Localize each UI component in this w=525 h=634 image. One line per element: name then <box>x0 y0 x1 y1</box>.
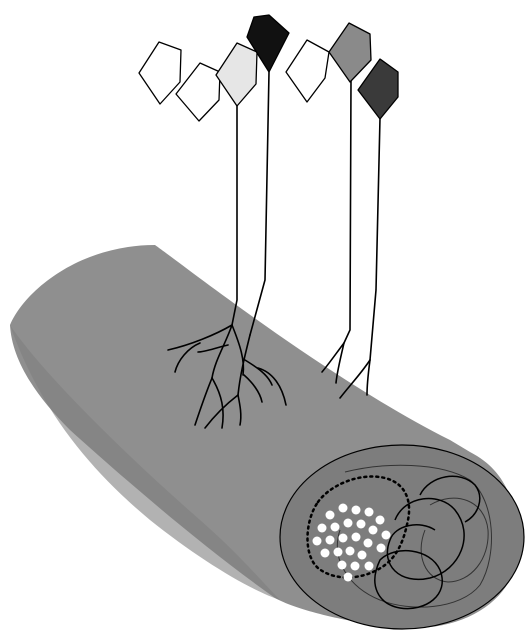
neuron-6 <box>329 23 371 82</box>
neuron-2 <box>176 63 220 121</box>
fiber-dot <box>326 536 335 545</box>
fiber-dot <box>339 534 348 543</box>
fiber-dot <box>318 524 327 533</box>
fiber-dot <box>339 504 348 513</box>
axon-4 <box>370 118 380 360</box>
fiber-dot <box>357 520 366 529</box>
fiber-dot <box>382 531 391 540</box>
fiber-dot <box>365 508 374 517</box>
fiber-dot <box>321 549 330 558</box>
fiber-dot <box>344 519 353 528</box>
fiber-dot <box>376 516 385 525</box>
fiber-dot <box>338 561 347 570</box>
fiber-dot <box>334 548 343 557</box>
fiber-dot <box>351 562 360 571</box>
axon-3 <box>344 80 351 343</box>
axon-1 <box>232 105 237 325</box>
fiber-dot <box>365 562 374 571</box>
fiber-dot <box>344 573 353 582</box>
neuron-1 <box>139 42 181 104</box>
fiber-dot <box>326 511 335 520</box>
fiber-dot <box>331 523 340 532</box>
fiber-dot <box>352 533 361 542</box>
fiber-dot <box>377 544 386 553</box>
bundle-cross-section <box>280 445 524 629</box>
fiber-dot <box>358 551 367 560</box>
axon-4-branch <box>367 360 370 395</box>
neuron-5 <box>286 40 329 102</box>
fiber-dot <box>346 547 355 556</box>
fiber-dot <box>313 537 322 546</box>
fiber-dot <box>369 526 378 535</box>
fiber-dot <box>352 506 361 515</box>
axon-2 <box>250 72 269 335</box>
fiber-dot <box>364 539 373 548</box>
neuron-3 <box>216 43 257 106</box>
